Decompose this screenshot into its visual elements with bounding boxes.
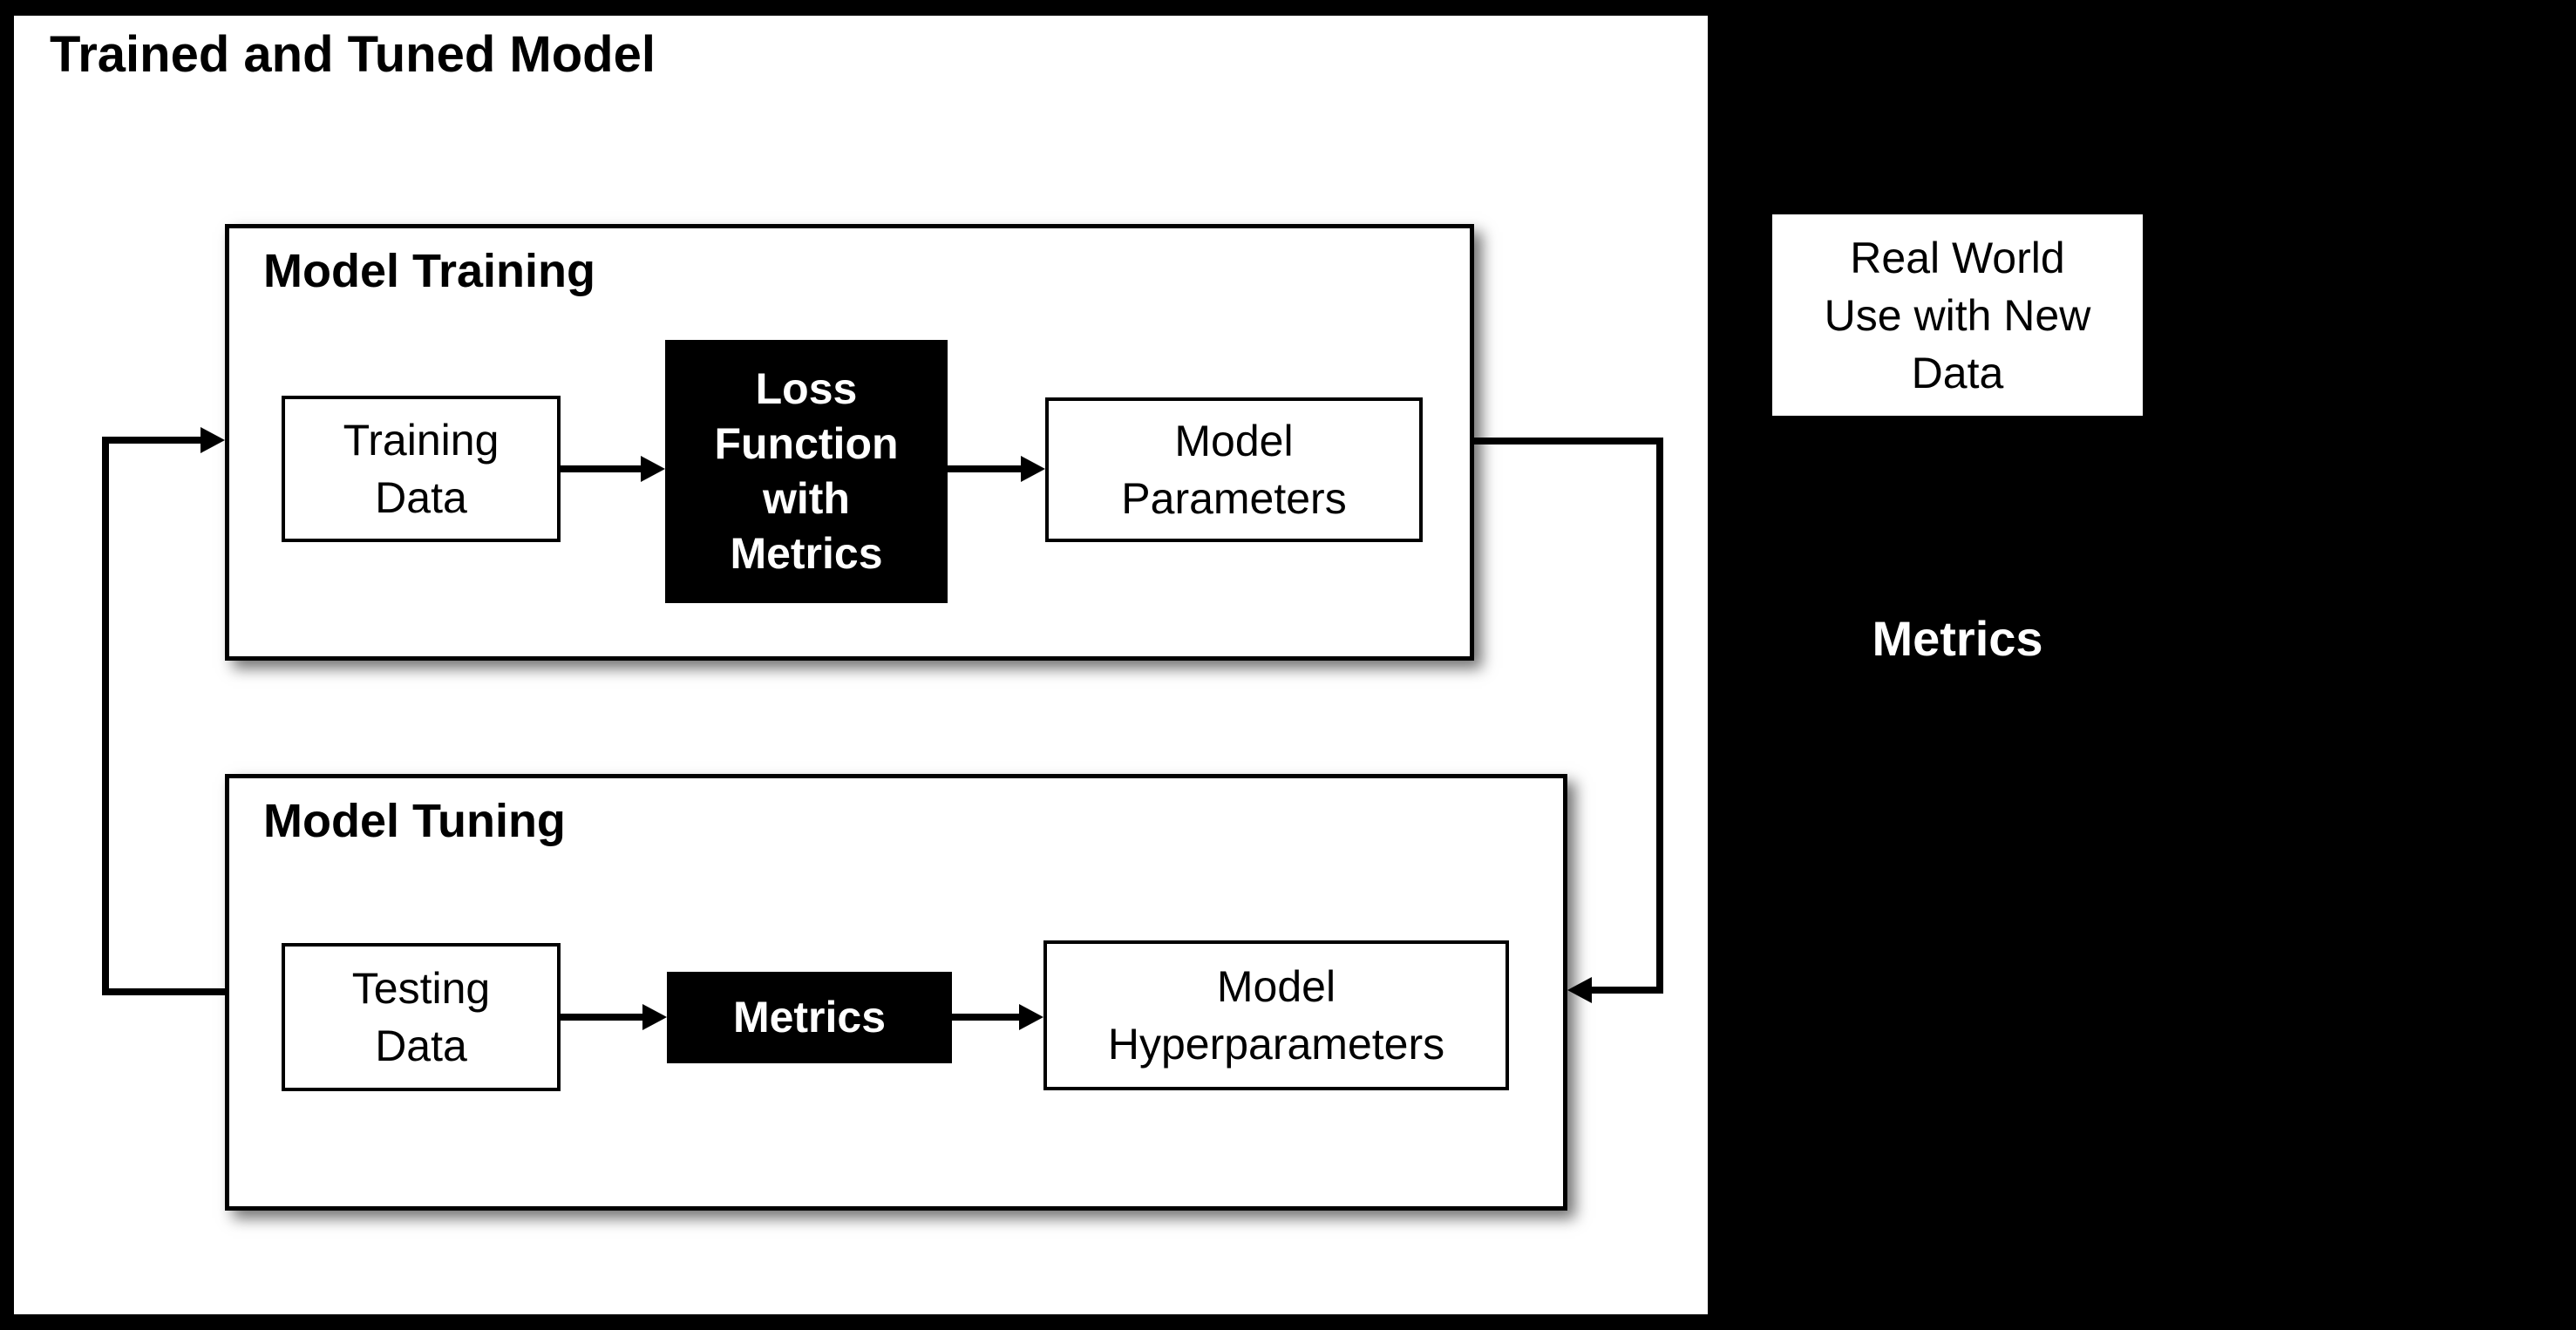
model-tuning-group: Model Tuning Testing Data Metrics Model … (225, 774, 1567, 1211)
feedback-left-bottom-segment (102, 988, 225, 995)
model-parameters-label: Model Parameters (1121, 417, 1347, 523)
feedback-right-top-segment (1474, 438, 1663, 444)
arrowhead-testingdata-to-metrics-icon (642, 1004, 667, 1030)
feedback-right-bottom-segment (1592, 987, 1663, 994)
arrowhead-metrics-to-hyperparameters-icon (1019, 1004, 1043, 1030)
arrow-loss-to-parameters (948, 465, 1021, 472)
arrow-trainingdata-to-loss (561, 465, 641, 472)
metrics-node: Metrics (667, 972, 952, 1063)
model-tuning-header: Model Tuning (263, 795, 566, 847)
model-training-group: Model Training Training Data Loss Functi… (225, 224, 1474, 661)
arrow-testingdata-to-metrics (561, 1014, 642, 1021)
model-parameters-node: Model Parameters (1045, 397, 1423, 542)
page-title: Trained and Tuned Model (50, 26, 656, 83)
model-hyperparameters-node: Model Hyperparameters (1043, 940, 1509, 1090)
loss-function-node: Loss Function with Metrics (665, 340, 948, 603)
training-data-node: Training Data (282, 396, 561, 542)
real-world-use-label: Real World Use with New Data (1824, 233, 2091, 397)
testing-data-label: Testing Data (351, 964, 491, 1070)
feedback-right-vertical-segment (1656, 438, 1663, 994)
training-data-label: Training Data (343, 416, 500, 522)
model-training-header: Model Training (263, 245, 596, 297)
arrowhead-trainingdata-to-loss-icon (641, 456, 665, 482)
arrowhead-training-to-tuning-icon (1567, 977, 1592, 1003)
metrics-side-label: Metrics (1872, 611, 2043, 666)
loss-function-label: Loss Function with Metrics (714, 364, 899, 578)
testing-data-node: Testing Data (282, 943, 561, 1091)
metrics-node-label: Metrics (732, 993, 887, 1042)
model-hyperparameters-label: Model Hyperparameters (1107, 962, 1445, 1069)
arrowhead-loss-to-parameters-icon (1021, 456, 1045, 482)
arrow-metrics-to-hyperparameters (952, 1014, 1019, 1021)
feedback-left-top-segment (102, 437, 201, 444)
real-world-use-node: Real World Use with New Data (1772, 214, 2143, 416)
arrowhead-tuning-to-training-icon (201, 427, 225, 453)
feedback-left-vertical-segment (102, 437, 109, 995)
